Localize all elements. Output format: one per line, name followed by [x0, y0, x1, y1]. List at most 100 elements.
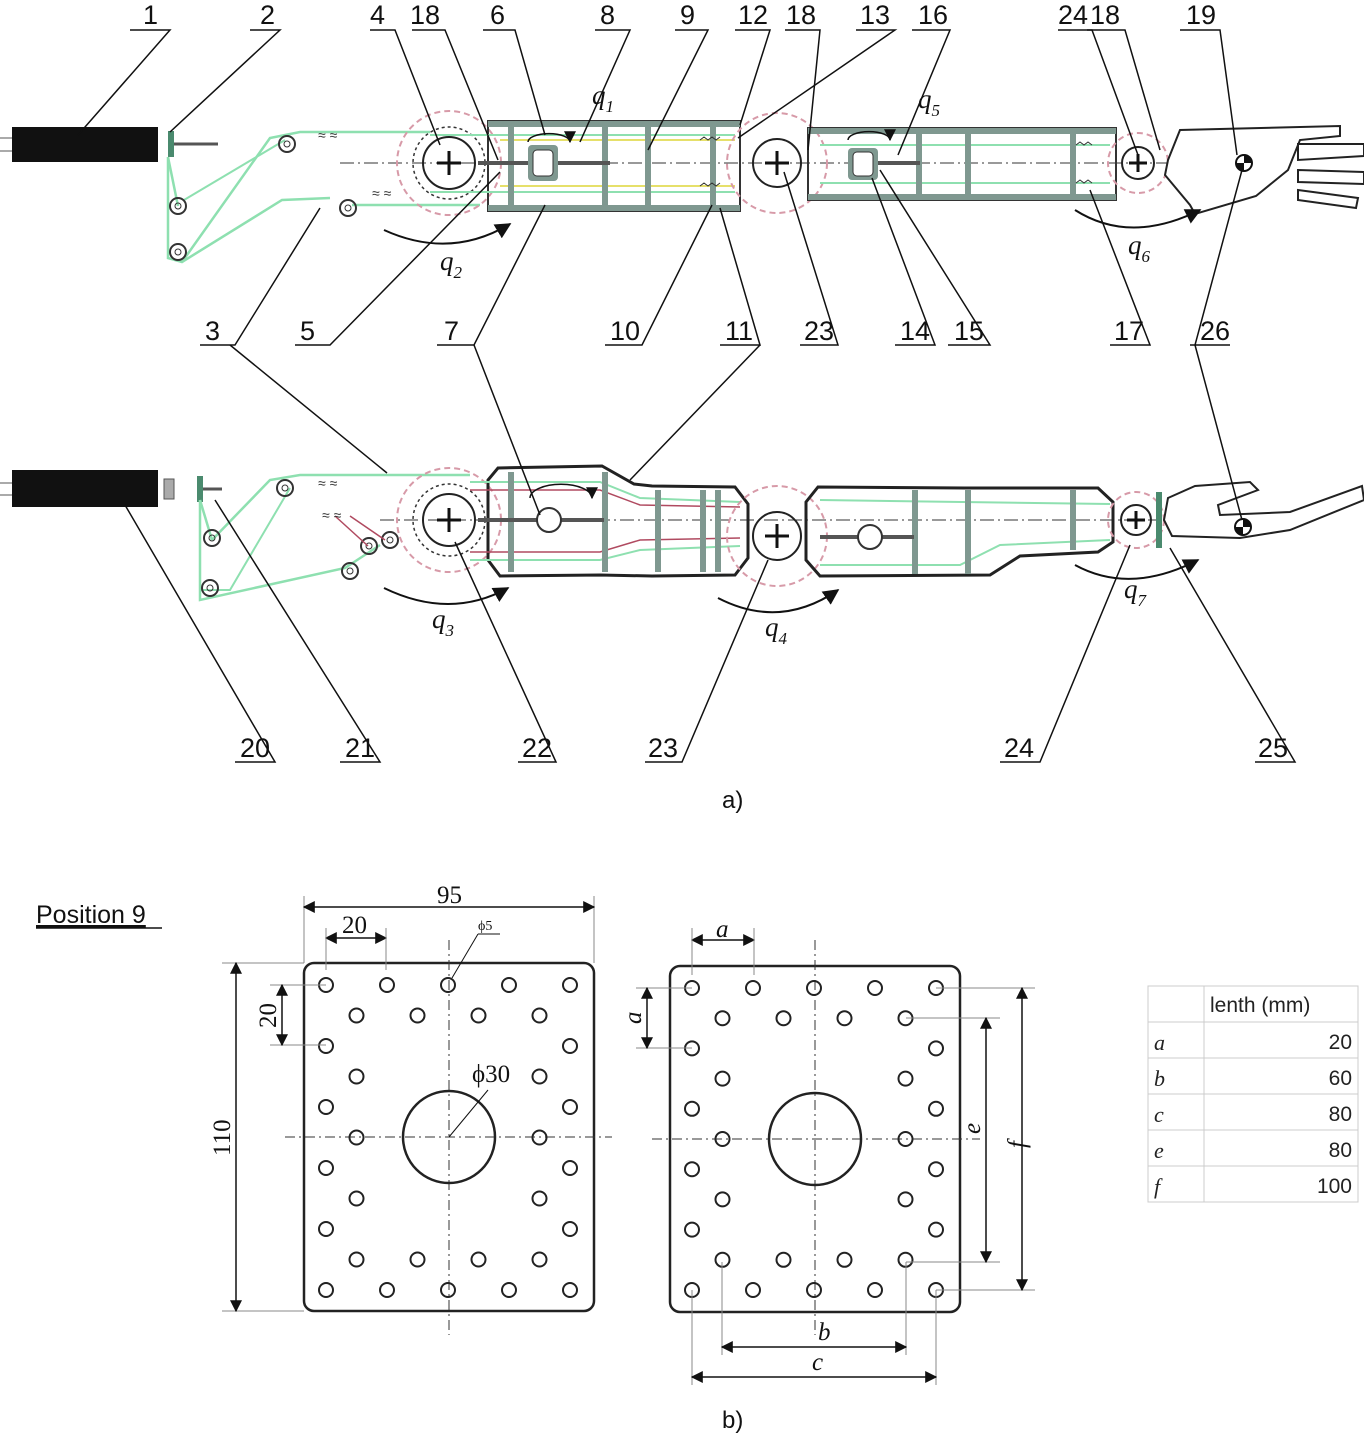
mounting-hole	[928, 1100, 944, 1117]
q4-label: q4	[765, 612, 788, 648]
dim-a-h: a	[716, 916, 729, 943]
mounting-hole	[379, 1282, 395, 1298]
mounting-hole	[501, 1282, 517, 1298]
dim-f: f	[1004, 1138, 1031, 1148]
mounting-hole	[684, 1161, 700, 1178]
dim-a-v: a	[620, 1012, 647, 1025]
plate-right: a a b c e f	[620, 916, 1035, 1385]
label-26: 26	[1200, 316, 1230, 346]
label-16: 16	[918, 0, 948, 30]
holes-left	[318, 977, 578, 1298]
mounting-hole	[409, 1007, 426, 1024]
mounting-hole	[318, 1221, 334, 1237]
label-10: 10	[610, 316, 640, 346]
table-key: e	[1154, 1138, 1164, 1163]
dim-height: 110	[209, 1119, 236, 1156]
mounting-hole	[836, 1251, 853, 1268]
mounting-hole	[562, 1282, 578, 1298]
dim-c: c	[812, 1349, 823, 1376]
mounting-hole	[348, 1068, 365, 1085]
svg-text:≈ ≈: ≈ ≈	[318, 127, 338, 143]
mounting-hole	[714, 1131, 731, 1147]
mounting-hole	[348, 1190, 365, 1207]
mounting-hole	[745, 980, 761, 996]
joint-labels: q1 q2 q3 q4 q5 q6 q7	[432, 80, 1151, 648]
mounting-hole	[714, 1191, 731, 1208]
mounting-hole	[928, 1040, 944, 1057]
q2-label: q2	[440, 246, 463, 282]
table-key: a	[1154, 1030, 1165, 1055]
mounting-hole	[562, 1038, 578, 1054]
table-key: c	[1154, 1102, 1164, 1127]
arm-bottom: ≈ ≈ ≈ ≈	[0, 464, 1364, 614]
q5-label: q5	[918, 84, 940, 120]
table-header: lenth (mm)	[1210, 994, 1310, 1017]
label-17: 17	[1114, 316, 1144, 346]
dim-hole: ϕ5	[478, 919, 492, 934]
mounting-hole	[745, 1282, 761, 1298]
motor-1	[12, 127, 158, 162]
mounting-hole	[348, 1129, 365, 1146]
mounting-hole	[897, 1191, 914, 1208]
mounting-hole	[562, 977, 578, 993]
holes-right	[684, 980, 944, 1298]
label-8: 8	[600, 0, 615, 30]
plate-left: 95 20 ϕ5 20 110 ϕ30	[209, 882, 612, 1335]
position-title: Position 9	[36, 901, 146, 929]
length-table: lenth (mm) a 20 b 60 c 80 e 80 f 100	[1147, 985, 1359, 1203]
label-14: 14	[900, 316, 930, 346]
mounting-hole	[531, 1190, 548, 1207]
label-21: 21	[345, 733, 375, 763]
mounting-hole	[501, 977, 517, 993]
table-value: 100	[1317, 1175, 1352, 1198]
caption-a: a)	[722, 787, 743, 814]
label-23-a: 23	[804, 316, 834, 346]
mounting-hole	[562, 1099, 578, 1115]
caption-b: b)	[722, 1407, 743, 1434]
mounting-hole	[714, 1070, 731, 1087]
dim-e: e	[959, 1123, 986, 1134]
label-18-a: 18	[410, 0, 440, 30]
label-11: 11	[725, 316, 753, 346]
q1-label: q1	[592, 80, 614, 116]
mounting-hole	[318, 1038, 334, 1054]
label-3: 3	[205, 316, 220, 346]
mounting-hole	[531, 1251, 548, 1268]
q3-label: q3	[432, 604, 454, 640]
label-2: 2	[260, 0, 275, 30]
dim-center-hole: ϕ30	[472, 1061, 510, 1088]
label-24-a: 24	[1058, 0, 1088, 30]
mounting-hole	[531, 1129, 548, 1146]
segment-lower-bottom	[804, 485, 1115, 578]
mounting-hole	[684, 1100, 700, 1117]
mounting-hole	[409, 1251, 426, 1268]
mounting-hole	[836, 1010, 853, 1027]
mounting-hole	[928, 1221, 944, 1238]
segment-upper-bottom	[486, 464, 750, 578]
table-value: 20	[1329, 1031, 1352, 1054]
mounting-hole	[531, 1007, 548, 1024]
mounting-hole	[348, 1007, 365, 1024]
mounting-hole	[897, 1070, 914, 1087]
mounting-hole	[348, 1251, 365, 1268]
mounting-hole	[318, 1099, 334, 1115]
q6-label: q6	[1128, 230, 1151, 266]
dim-pitch-v: 20	[255, 1003, 282, 1028]
mounting-hole	[470, 1007, 487, 1024]
mounting-hole	[470, 1251, 487, 1268]
mounting-hole	[806, 1282, 822, 1298]
label-1: 1	[143, 0, 158, 30]
mounting-hole	[379, 977, 395, 993]
mounting-hole	[684, 1221, 700, 1238]
mounting-hole	[928, 1161, 944, 1178]
mounting-hole	[531, 1068, 548, 1085]
table-value: 60	[1329, 1067, 1352, 1090]
label-25: 25	[1258, 733, 1288, 763]
mounting-hole	[897, 1131, 914, 1147]
mounting-hole	[562, 1160, 578, 1176]
gripper-bottom	[1162, 480, 1364, 540]
label-12: 12	[738, 0, 768, 30]
dim-pitch-h: 20	[342, 912, 367, 939]
joint-circle-23-top	[726, 112, 828, 214]
